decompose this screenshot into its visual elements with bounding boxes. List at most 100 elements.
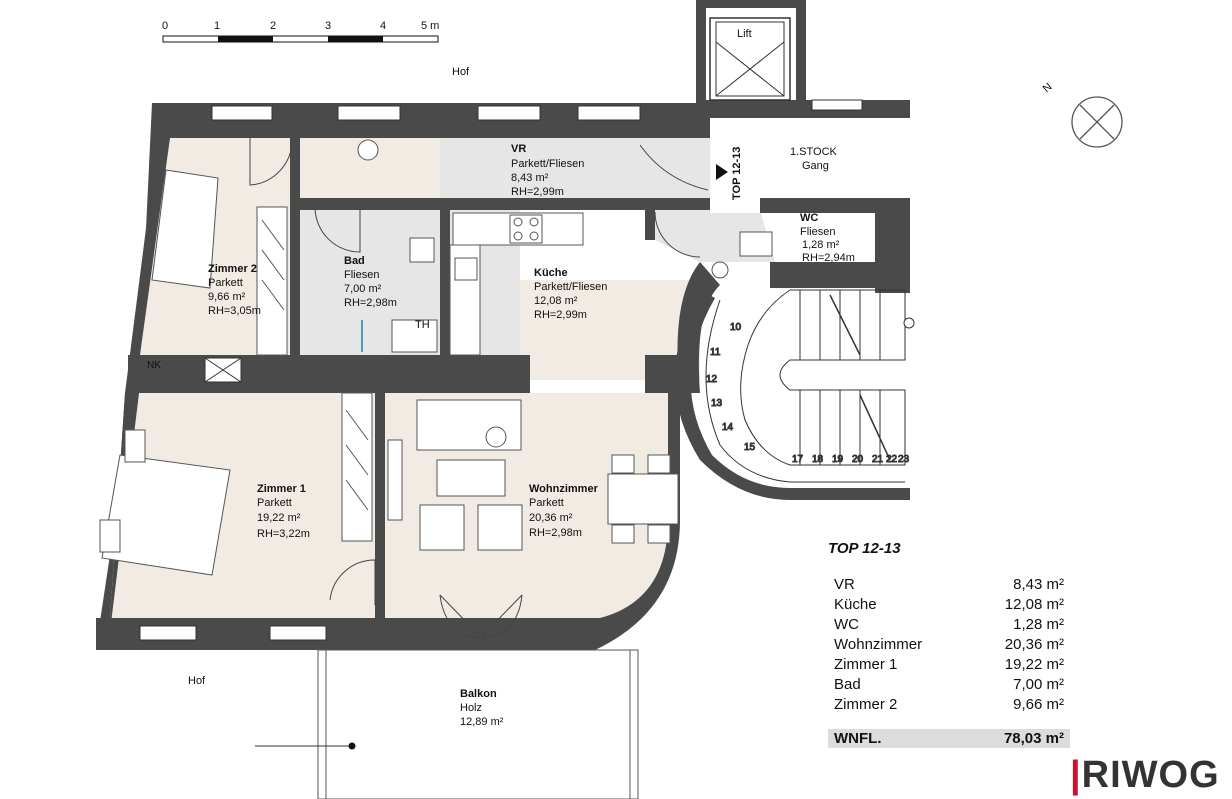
room-floor: Parkett bbox=[257, 497, 292, 509]
room-floor: Parkett bbox=[529, 497, 564, 509]
stair-number: 11 bbox=[710, 347, 721, 358]
stair-number: 15 bbox=[744, 442, 756, 453]
room-name: Zimmer 1 bbox=[257, 483, 306, 495]
bed-zimmer1 bbox=[101, 454, 231, 576]
room-height: RH=2,98m bbox=[344, 297, 397, 309]
bed-zimmer2 bbox=[151, 169, 219, 289]
room-name: Bad bbox=[344, 255, 365, 267]
room-floor: Parkett/Fliesen bbox=[511, 158, 584, 170]
scale-tick: 3 bbox=[325, 20, 331, 32]
room-area: 9,66 m² bbox=[208, 291, 246, 303]
room-area: 20,36 m² bbox=[529, 512, 573, 524]
staircase: 10 11 12 13 14 15 17 18 19 20 21 22 23 bbox=[706, 289, 915, 483]
stair-number: 19 bbox=[832, 454, 844, 465]
room-label-zimmer1: Zimmer 1 Parkett 19,22 m² RH=3,22m bbox=[257, 483, 310, 540]
stair-number: 21 bbox=[872, 454, 884, 465]
summary-total: WNFL. 78,03 m² bbox=[828, 729, 1070, 748]
summary-row: Zimmer 2 9,66 m² bbox=[828, 695, 1070, 715]
room-label-kueche: Küche Parkett/Fliesen 12,08 m² RH=2,99m bbox=[534, 267, 607, 321]
room-label-wc: WC Fliesen 1,28 m² RH=2,94m bbox=[800, 212, 855, 264]
room-floor: Fliesen bbox=[344, 269, 379, 281]
row-label: Zimmer 2 bbox=[834, 696, 898, 713]
room-floor: Holz bbox=[460, 702, 482, 714]
room-name: Küche bbox=[534, 267, 568, 279]
courtyard-label-top: Hof bbox=[452, 66, 470, 78]
furniture bbox=[99, 139, 773, 576]
stair-number: 10 bbox=[730, 322, 742, 333]
room-height: RH=2,94m bbox=[802, 252, 855, 264]
room-height: RH=3,05m bbox=[208, 305, 261, 317]
room-label-bad: Bad Fliesen 7,00 m² RH=2,98m bbox=[344, 255, 397, 309]
summary-row: Küche 12,08 m² bbox=[828, 595, 1070, 615]
room-label-zimmer2: Zimmer 2 Parkett 9,66 m² RH=3,05m bbox=[208, 263, 261, 317]
scale-tick: 2 bbox=[270, 20, 276, 32]
scale-tick: 1 bbox=[214, 20, 220, 32]
row-label: VR bbox=[834, 576, 855, 593]
row-value: 9,66 m² bbox=[1013, 696, 1064, 713]
room-name: Balkon bbox=[460, 688, 497, 700]
summary-row: VR 8,43 m² bbox=[828, 575, 1070, 595]
room-name: WC bbox=[800, 212, 818, 224]
room-area: 12,08 m² bbox=[534, 295, 578, 307]
room-height: RH=2,98m bbox=[529, 527, 582, 539]
row-label: Küche bbox=[834, 596, 877, 613]
row-label: WC bbox=[834, 616, 859, 633]
stair-number: 13 bbox=[711, 398, 723, 409]
row-label: Zimmer 1 bbox=[834, 656, 898, 673]
brand-name: RIWOG bbox=[1081, 754, 1220, 796]
unit-number-vertical: TOP 12-13 bbox=[731, 147, 743, 200]
room-name: Wohnzimmer bbox=[529, 483, 599, 495]
stair-number: 23 bbox=[898, 454, 910, 465]
area-summary-table: TOP 12-13 VR 8,43 m² Küche 12,08 m² WC 1,28… bbox=[828, 540, 1070, 748]
scale-bar: 0 1 2 3 4 5 m bbox=[162, 20, 439, 43]
scale-tick: 4 bbox=[380, 20, 386, 32]
room-label-vr: VR Parkett/Fliesen 8,43 m² RH=2,99m bbox=[511, 143, 584, 198]
nk-label: NK bbox=[147, 360, 161, 371]
room-label-gang: 1.STOCK Gang bbox=[790, 146, 838, 172]
row-value: 19,22 m² bbox=[1004, 656, 1064, 673]
stair-number: 12 bbox=[706, 374, 718, 385]
room-name: Zimmer 2 bbox=[208, 263, 257, 275]
row-label: Wohnzimmer bbox=[834, 636, 923, 653]
room-area: 12,89 m² bbox=[460, 716, 504, 728]
summary-row: Zimmer 1 19,22 m² bbox=[828, 655, 1070, 675]
north-arrow-icon: N bbox=[1041, 81, 1123, 148]
room-label-wohnzimmer: Wohnzimmer Parkett 20,36 m² RH=2,98m bbox=[529, 483, 599, 539]
vr-floor bbox=[440, 138, 710, 198]
scale-tick: 0 bbox=[162, 20, 168, 32]
room-area: 8,43 m² bbox=[511, 172, 549, 184]
balcony bbox=[255, 649, 639, 799]
lift-label: Lift bbox=[737, 28, 752, 40]
room-name: 1.STOCK bbox=[790, 146, 838, 158]
doors bbox=[249, 138, 709, 639]
row-label: Bad bbox=[834, 676, 861, 693]
total-label: WNFL. bbox=[834, 730, 882, 747]
stair-number: 20 bbox=[852, 454, 864, 465]
total-value: 78,03 m² bbox=[1003, 730, 1064, 747]
stair-number: 22 bbox=[886, 454, 898, 465]
gang-floor bbox=[710, 118, 910, 213]
row-value: 1,28 m² bbox=[1013, 616, 1064, 633]
room-floor: Parkett bbox=[208, 277, 243, 289]
room-height: RH=2,99m bbox=[511, 186, 564, 198]
stair-number: 18 bbox=[812, 454, 824, 465]
summary-row: Bad 7,00 m² bbox=[828, 675, 1070, 695]
room-name: VR bbox=[511, 143, 526, 155]
scale-tick: 5 m bbox=[421, 20, 439, 32]
lift-shaft: Lift bbox=[709, 17, 791, 101]
row-value: 12,08 m² bbox=[1004, 596, 1064, 613]
north-label: N bbox=[1041, 81, 1055, 95]
row-value: 7,00 m² bbox=[1013, 676, 1064, 693]
stair-number: 17 bbox=[792, 454, 804, 465]
summary-row: WC 1,28 m² bbox=[828, 615, 1070, 635]
row-value: 8,43 m² bbox=[1013, 576, 1064, 593]
summary-title: TOP 12-13 bbox=[828, 540, 901, 557]
brand-mark: | bbox=[1070, 754, 1082, 796]
room-area: 7,00 m² bbox=[344, 283, 382, 295]
entrance-marker-icon bbox=[716, 164, 728, 180]
stair-number: 14 bbox=[722, 422, 734, 433]
courtyard-label-bottom: Hof bbox=[188, 675, 206, 687]
brand-logo: |RIWOG bbox=[1070, 754, 1220, 797]
